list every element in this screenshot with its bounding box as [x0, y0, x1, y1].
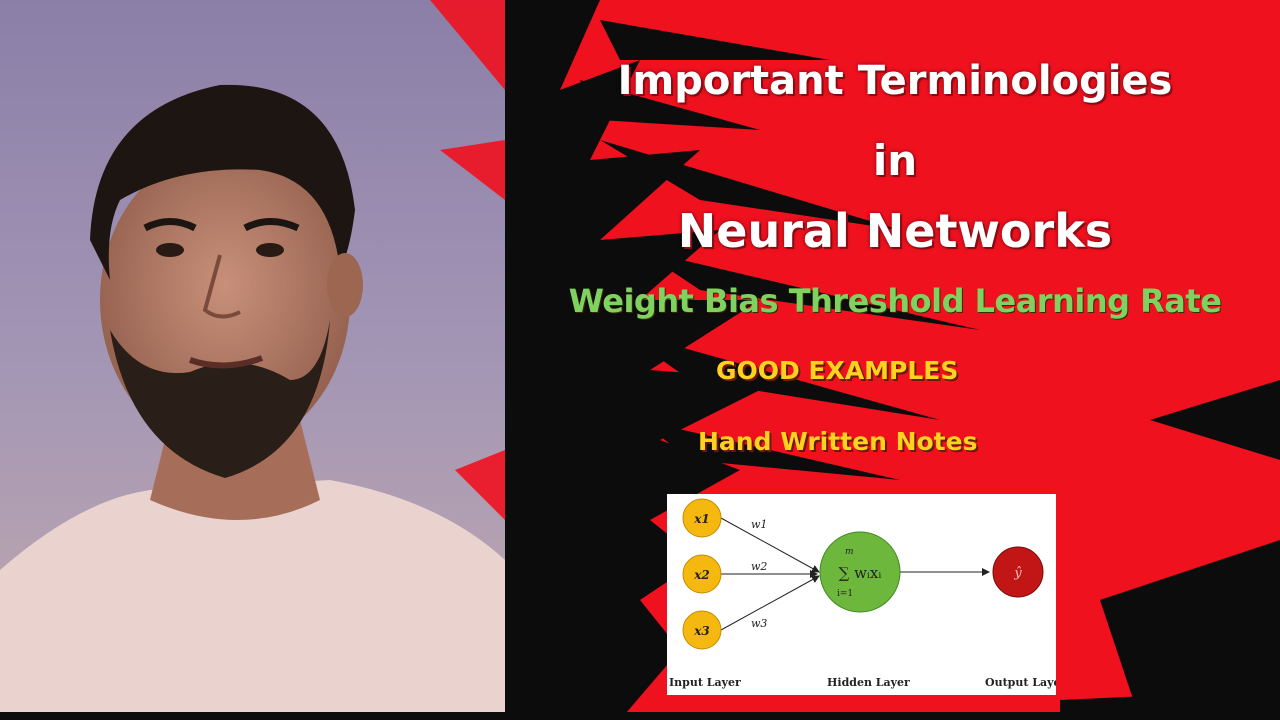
weight-label-2: w2 — [751, 560, 767, 573]
hidden-node: m ∑ wᵢxᵢ i=1 — [819, 531, 901, 613]
hand-written-notes-label: Hand Written Notes — [698, 427, 978, 456]
weight-label-1: w1 — [751, 518, 767, 531]
input-node-3: x3 — [682, 610, 722, 650]
title-line-1: Important Terminologies — [617, 58, 1173, 104]
output-layer-label: Output Layer — [985, 676, 1056, 689]
sum-upper: m — [845, 547, 854, 557]
good-examples-label: GOOD EXAMPLES — [716, 356, 959, 385]
output-node: ŷ — [992, 546, 1044, 598]
input-label-2: x2 — [693, 568, 710, 582]
input-label-1: x1 — [693, 512, 710, 526]
hidden-layer-label: Hidden Layer — [827, 676, 910, 689]
black-brush-strokes — [505, 0, 1280, 720]
title-line-2: in — [872, 136, 918, 185]
input-label-3: x3 — [693, 624, 710, 638]
person-photo — [0, 84, 505, 720]
sum-lower: i=1 — [837, 589, 853, 599]
terms-subtitle: Weight Bias Threshold Learning Rate — [568, 282, 1222, 320]
input-node-2: x2 — [682, 554, 722, 594]
input-node-1: x1 — [682, 498, 722, 538]
neural-network-diagram: x1 x2 x3 w1 w2 w3 m ∑ wᵢxᵢ i=1 ŷ Input L… — [667, 494, 1056, 695]
input-layer-label: Input Layer — [669, 676, 741, 689]
sum-label: ∑ wᵢxᵢ — [839, 564, 882, 582]
title-line-3: Neural Networks — [677, 204, 1113, 258]
weight-label-3: w3 — [751, 617, 767, 630]
output-label: ŷ — [1013, 566, 1022, 581]
